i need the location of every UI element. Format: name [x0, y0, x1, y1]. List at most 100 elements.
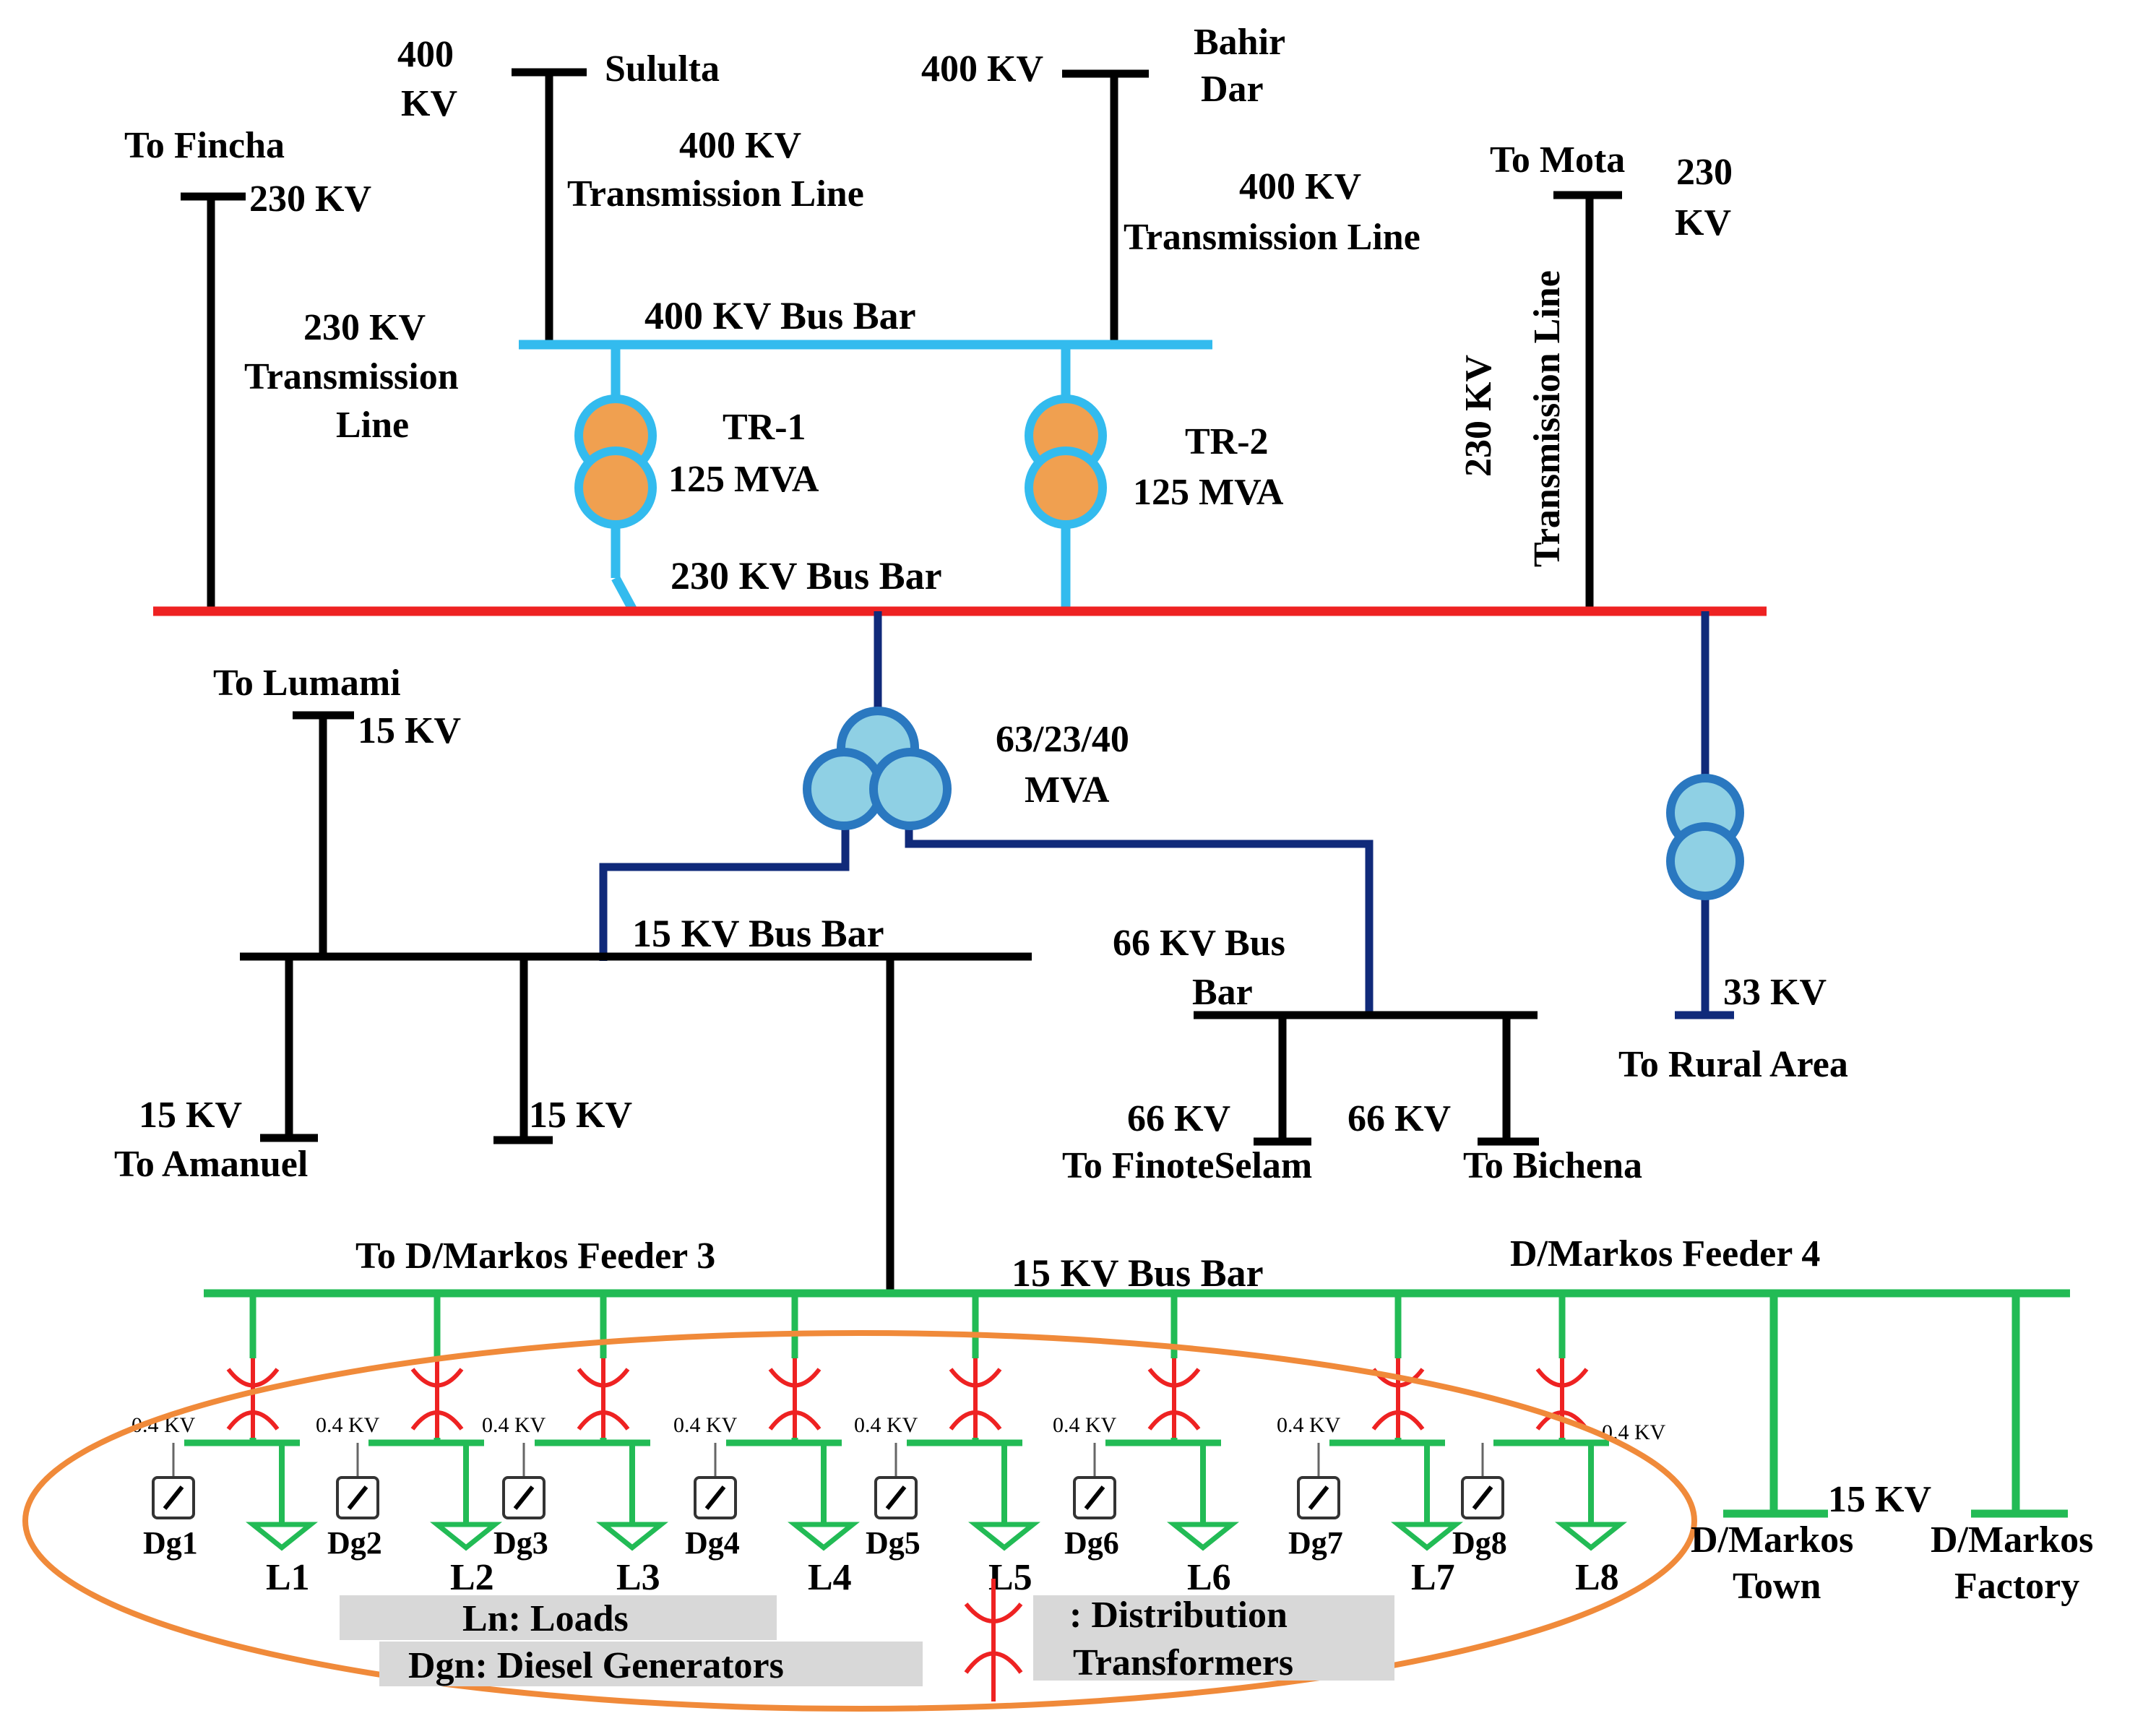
label-bus-230kv: 230 KV Bus Bar — [670, 554, 942, 598]
label-tl400-left-2: Transmission Line — [567, 173, 864, 215]
label-bus-66kv-2: Bar — [1192, 972, 1253, 1013]
label-bus-15kv-lower: 15 KV Bus Bar — [1012, 1251, 1264, 1295]
label-mota-kv-2: KV — [1675, 202, 1731, 243]
load-label: L6 — [1187, 1557, 1231, 1598]
label-fincha-kv: 230 KV — [249, 178, 371, 220]
label-04kv: 0.4 KV — [482, 1413, 546, 1437]
legend-transformers-text-2: Transformers — [1073, 1642, 1293, 1683]
legend-box-loads — [340, 1595, 777, 1640]
generator-label: Dg6 — [1064, 1525, 1119, 1561]
label-lumami-kv: 15 KV — [358, 710, 461, 751]
factory-feeder — [1971, 1293, 2068, 1518]
label-tl400-left-1: 400 KV — [679, 125, 801, 166]
load-arrow-icon — [246, 1522, 318, 1551]
label-bahir-2: Dar — [1201, 69, 1264, 110]
label-04kv: 0.4 KV — [673, 1413, 738, 1437]
mid-15kv-line — [493, 957, 553, 1144]
distribution-transformer-icon — [1535, 1358, 1589, 1438]
mota-line — [1553, 191, 1622, 613]
load-arrow-icon — [968, 1522, 1040, 1551]
load-arrow-icon — [788, 1522, 860, 1551]
amanuel-line — [260, 957, 318, 1142]
label-33kv: 33 KV — [1723, 972, 1827, 1013]
transformer-tr2 — [1025, 345, 1107, 613]
distributed-generation-zone — [22, 1330, 1697, 1712]
town-feeder — [1723, 1293, 1828, 1518]
label-04kv: 0.4 KV — [1053, 1413, 1117, 1437]
load-label: L5 — [988, 1557, 1032, 1598]
label-to-amanuel: To Amanuel — [114, 1144, 308, 1185]
finoteselam-line — [1254, 1015, 1311, 1146]
generator-label: Dg2 — [327, 1525, 382, 1561]
load-label: L8 — [1575, 1557, 1619, 1598]
label-mota-kv-1: 230 — [1676, 152, 1733, 193]
distribution-transformer-icon — [1371, 1358, 1425, 1438]
generator-label: Dg7 — [1288, 1525, 1343, 1561]
generator-label: Dg3 — [493, 1525, 548, 1561]
label-tr1-rating: 125 MVA — [668, 459, 819, 500]
label-mid-kv: 15 KV — [529, 1095, 632, 1136]
legend-loads-text: Ln: Loads — [462, 1598, 629, 1639]
label-tr1-name: TR-1 — [723, 407, 806, 448]
load-arrow-icon — [1391, 1522, 1463, 1551]
transformer-three-winding — [599, 611, 1374, 1015]
label-to-bichena: To Bichena — [1463, 1145, 1642, 1186]
label-to-lumami: To Lumami — [213, 663, 401, 704]
label-feeder3: To D/Markos Feeder 3 — [355, 1235, 715, 1277]
load-label: L4 — [808, 1557, 852, 1598]
generator-label: Dg8 — [1452, 1525, 1507, 1561]
label-to-mota: To Mota — [1490, 139, 1625, 181]
label-tl230-left-1: 230 KV — [303, 307, 426, 348]
generator-label: Dg4 — [685, 1525, 740, 1561]
distribution-transformer-icon — [410, 1358, 464, 1438]
fincha-line — [181, 192, 246, 613]
label-sululta: Sululta — [605, 48, 720, 90]
label-bichena-kv: 66 KV — [1348, 1098, 1451, 1139]
label-15kv-bottom: 15 KV — [1828, 1479, 1931, 1520]
legend — [340, 1579, 1394, 1701]
load-label: L1 — [266, 1557, 310, 1598]
distribution-transformer-icon — [1147, 1358, 1201, 1438]
label-to-finote: To FinoteSelam — [1062, 1145, 1312, 1186]
label-tr2-rating: 125 MVA — [1133, 472, 1284, 513]
load-label: L7 — [1411, 1557, 1455, 1598]
label-bus-66kv-1: 66 KV Bus — [1113, 923, 1285, 964]
label-to-fincha: To Fincha — [124, 125, 285, 166]
legend-transformers-text-1: : Distribution — [1069, 1595, 1288, 1636]
label-tl230-vertical-2: Transmission Line — [1527, 270, 1568, 567]
label-04kv: 0.4 KV — [316, 1413, 380, 1437]
label-400kv-left-2: KV — [401, 83, 457, 124]
load-label: L2 — [450, 1557, 494, 1598]
label-tr3-rating-1: 63/23/40 — [996, 719, 1129, 760]
label-04kv: 0.4 KV — [1277, 1413, 1341, 1437]
distribution-transformer-icon — [949, 1358, 1002, 1438]
lumami-line — [293, 711, 354, 957]
load-arrow-icon — [596, 1522, 668, 1551]
legend-generators-text: Dgn: Diesel Generators — [408, 1645, 784, 1686]
distribution-transformer-icon — [226, 1358, 280, 1438]
label-400kv-right: 400 KV — [921, 48, 1043, 90]
label-tl230-left-3: Line — [336, 405, 409, 446]
label-bus-400kv: 400 KV Bus Bar — [644, 294, 916, 337]
distribution-transformer-icon — [577, 1358, 630, 1438]
label-finote-kv: 66 KV — [1127, 1098, 1230, 1139]
label-feeder4: D/Markos Feeder 4 — [1510, 1233, 1820, 1274]
label-factory-1: D/Markos — [1931, 1519, 2093, 1561]
load-label: L3 — [616, 1557, 660, 1598]
load-arrow-icon — [1167, 1522, 1239, 1551]
label-tr3-rating-2: MVA — [1025, 769, 1110, 811]
legend-box-transformers — [1033, 1595, 1394, 1681]
label-to-rural: To Rural Area — [1618, 1044, 1848, 1085]
label-tr2-name: TR-2 — [1185, 421, 1269, 462]
label-400kv-left-1: 400 — [397, 34, 454, 75]
legend-box-generators — [379, 1642, 923, 1686]
label-tl400-right-2: Transmission Line — [1124, 217, 1420, 258]
label-04kv: 0.4 KV — [854, 1413, 918, 1437]
